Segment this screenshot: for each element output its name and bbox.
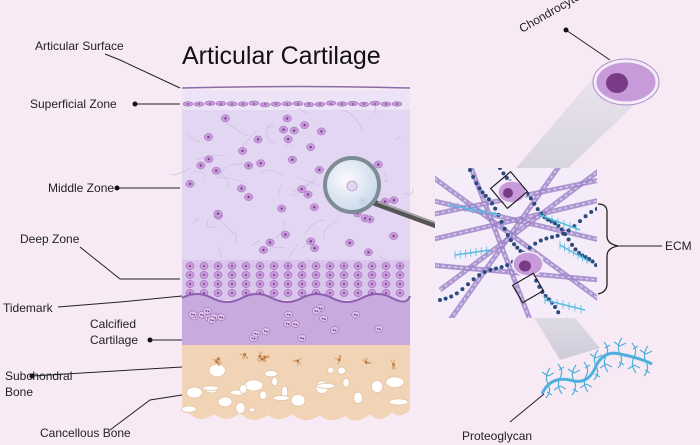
left-labels: Articular Surface Superficial Zone Middl… — [3, 39, 183, 440]
diagram-title: Articular Cartilage — [182, 42, 381, 70]
superficial-cells — [182, 100, 403, 108]
cancellous-bone-pores — [181, 363, 409, 414]
chondrocyte-pointer-dot — [563, 27, 569, 33]
calcified-cartilage-layer — [182, 294, 410, 345]
label-calcified-1: Calcified — [90, 317, 136, 331]
calcified-cells — [188, 304, 384, 342]
chondrocyte-zoom-box — [489, 170, 529, 210]
label-ecm: ECM — [665, 239, 692, 253]
label-deep-zone: Deep Zone — [20, 232, 80, 246]
label-tidemark: Tidemark — [3, 301, 54, 315]
chondrocyte-nucleus — [606, 73, 628, 93]
proteoglycan-branches — [541, 337, 653, 399]
label-cancellous-bone: Cancellous Bone — [40, 426, 131, 440]
magnifier-handle-highlight — [377, 201, 437, 224]
subchondral-bone-layer — [182, 345, 410, 421]
label-superficial-zone: Superficial Zone — [30, 97, 117, 111]
label-proteoglycan: Proteoglycan — [462, 429, 532, 443]
magnifier-handle — [372, 200, 441, 229]
magnified-cell — [346, 180, 358, 192]
label-middle-zone: Middle Zone — [48, 181, 114, 195]
ecm-inset — [435, 168, 597, 318]
articular-surface-line — [181, 85, 411, 89]
chondrocyte-pointer — [565, 29, 611, 61]
ecm-brace — [597, 203, 619, 295]
osteocytes — [212, 351, 396, 370]
proteoglycan-zoom-box — [511, 272, 545, 304]
chondrocyte-outline — [592, 58, 660, 106]
label-chondrocyte: Chondrocyte — [517, 0, 583, 36]
label-articular-surface: Articular Surface — [35, 39, 124, 53]
tidemark-line — [181, 293, 411, 303]
label-subchondral-2: Bone — [5, 385, 33, 399]
proteoglycan-pointer — [509, 393, 545, 423]
label-calcified-2: Cartilage — [90, 333, 138, 347]
